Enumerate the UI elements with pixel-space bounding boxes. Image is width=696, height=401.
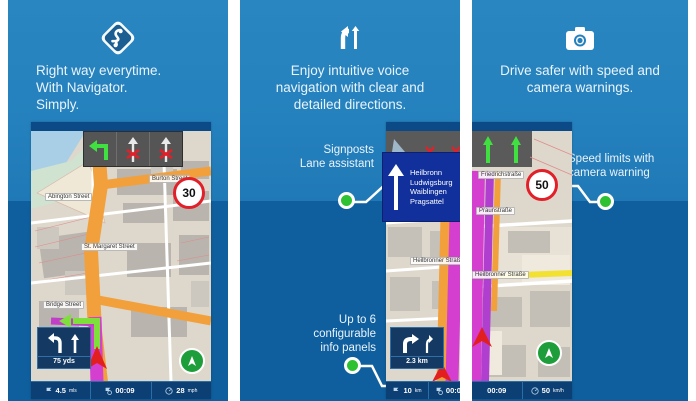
map-canvas[interactable]: Friedrichstraße Praunstraße Heilbronner …	[472, 131, 572, 382]
signpost-city: Ludwigsburg	[410, 177, 453, 187]
map-canvas[interactable]: Abington Street Burton Street St. Margar…	[31, 131, 211, 382]
callout-speed-limits-label: Speed limits with camera warning	[568, 153, 655, 179]
navigator-app-icon	[98, 18, 138, 58]
info-panel-time[interactable]: 00:09	[472, 382, 523, 399]
phone-status-bar	[31, 122, 211, 131]
speed-limit-sign: 30	[173, 177, 205, 209]
info-unit: km/h	[553, 387, 564, 394]
turn-instruction-box: 75 yds	[37, 327, 91, 369]
phone-map-preview: Friedrichstraße Praunstraße Heilbronner …	[472, 122, 572, 399]
info-panel-speed[interactable]: 28 mph	[152, 382, 211, 399]
info-panel-bar: 4.5 mls 00:09	[31, 381, 211, 399]
info-panel-bar: 10 km 00:09	[386, 381, 460, 399]
callout-signposts-label: Signposts Lane assistant	[299, 144, 374, 170]
street-label: Heilbronner Straße	[410, 257, 460, 265]
signpost-panel: Heilbronn Ludwigsburg Waiblingen Pragsat…	[382, 152, 460, 222]
info-value: 00:09	[115, 386, 135, 395]
info-unit: km	[414, 387, 422, 394]
distance-flag-icon	[46, 387, 51, 394]
turn-instruction-box: 2.3 km	[390, 327, 444, 369]
info-panel-bar: 00:09 50 km/h	[472, 381, 572, 399]
speedometer-icon	[531, 386, 539, 395]
turn-lane-arrows	[400, 328, 434, 354]
turn-lane-arrows	[48, 328, 80, 354]
info-panel-time[interactable]: 00:09	[91, 382, 152, 399]
phone-map-preview: Abington Street Burton Street St. Margar…	[31, 122, 211, 399]
info-value: 00:09	[445, 386, 460, 395]
info-value: 4.5	[55, 386, 66, 395]
promo-panel-speed-camera: Drive safer with speed and camera warnin…	[472, 0, 688, 401]
info-panel-speed[interactable]: 50 km/h	[523, 382, 573, 399]
signpost-straight-arrow-icon	[388, 164, 404, 210]
clock-flag-icon	[436, 387, 443, 395]
info-value: 50	[541, 386, 550, 395]
signpost-city: Pragsattel	[410, 196, 444, 206]
callout-info-panels-dot[interactable]	[344, 357, 361, 374]
signpost-destinations: Heilbronn Ludwigsburg Waiblingen Pragsat…	[410, 168, 453, 206]
signpost-city: Waiblingen	[410, 187, 447, 196]
callout-info-panels-label: Up to 6 configurable info panels	[313, 314, 376, 354]
lane-assistant-icon	[330, 18, 370, 58]
panel-headline: Right way everytime. With Navigator. Sim…	[36, 63, 162, 112]
street-label: Bridge Street	[43, 301, 85, 309]
info-panel-distance[interactable]: 10 km	[386, 382, 429, 399]
compass-button[interactable]	[179, 348, 205, 374]
turn-distance: 75 yds	[38, 356, 90, 365]
lane-assistant-strip	[83, 131, 183, 167]
info-value: 28	[176, 386, 185, 395]
street-label: Praunstraße	[476, 207, 516, 215]
info-panel-distance[interactable]: 4.5 mls	[31, 382, 92, 399]
info-unit: mph	[187, 387, 198, 394]
info-value: 00:09	[487, 386, 507, 395]
promo-panel-voice-navigation: Enjoy intuitive voice navigation with cl…	[240, 0, 460, 401]
street-label: Heilbronner Straße	[472, 271, 529, 279]
speed-limit-sign: 50	[526, 169, 558, 201]
callout-speed-limits-dot[interactable]	[597, 193, 614, 210]
street-label: Friedrichstraße	[478, 171, 525, 179]
lane-cell-blocked-2	[150, 132, 182, 166]
info-panel-time[interactable]: 00:09	[429, 382, 460, 399]
promo-panel-right-way: Right way everytime. With Navigator. Sim…	[8, 0, 228, 401]
signpost-city: Heilbronn	[410, 168, 443, 177]
speedometer-icon	[165, 386, 173, 395]
phone-status-bar	[386, 122, 460, 131]
street-label: Abington Street	[45, 193, 93, 201]
compass-button[interactable]	[536, 340, 562, 366]
turn-distance: 2.3 km	[391, 356, 443, 365]
lane-cell-blocked-1	[117, 132, 150, 166]
panel-headline: Drive safer with speed and camera warnin…	[500, 63, 660, 95]
callout-signposts-dot[interactable]	[338, 192, 355, 209]
street-label: St. Margaret Street	[81, 243, 138, 251]
distance-flag-icon	[394, 387, 399, 394]
clock-flag-icon	[105, 387, 113, 395]
info-unit: mls	[68, 387, 77, 394]
phone-status-bar	[472, 122, 572, 131]
camera-icon	[560, 18, 600, 58]
info-value: 10	[403, 386, 412, 395]
panel-headline: Enjoy intuitive voice navigation with cl…	[275, 63, 425, 112]
lane-cell-turn	[84, 132, 117, 166]
